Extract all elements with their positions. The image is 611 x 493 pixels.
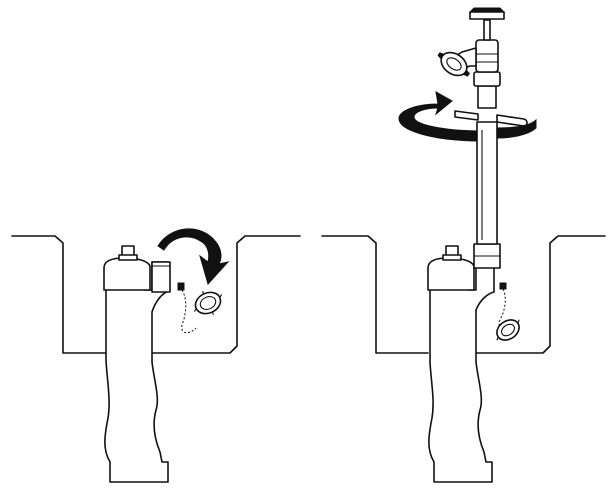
left-hydrant-body xyxy=(105,262,168,482)
left-chain xyxy=(182,290,196,333)
standpipe-tube xyxy=(477,122,497,244)
standpipe-tbar-right xyxy=(497,115,527,126)
standpipe-valve-stem xyxy=(484,20,490,40)
standpipe-tbar-left xyxy=(455,111,478,120)
left-hydrant-top xyxy=(104,258,150,290)
right-hydrant-body xyxy=(429,262,494,482)
right-chain-tab xyxy=(500,283,506,289)
standpipe-head-lower xyxy=(478,86,496,108)
right-panel xyxy=(322,8,605,482)
standpipe-head-collar xyxy=(474,72,500,86)
standpipe-valve-body xyxy=(476,40,498,72)
left-cap xyxy=(188,284,228,321)
standpipe-handwheel xyxy=(470,12,504,19)
left-spindle-collar xyxy=(119,255,137,260)
left-chain-tab xyxy=(178,283,184,290)
left-panel xyxy=(12,229,300,482)
right-cap xyxy=(491,314,526,346)
right-hydrant-top xyxy=(428,258,474,290)
right-spindle-collar xyxy=(443,255,461,260)
